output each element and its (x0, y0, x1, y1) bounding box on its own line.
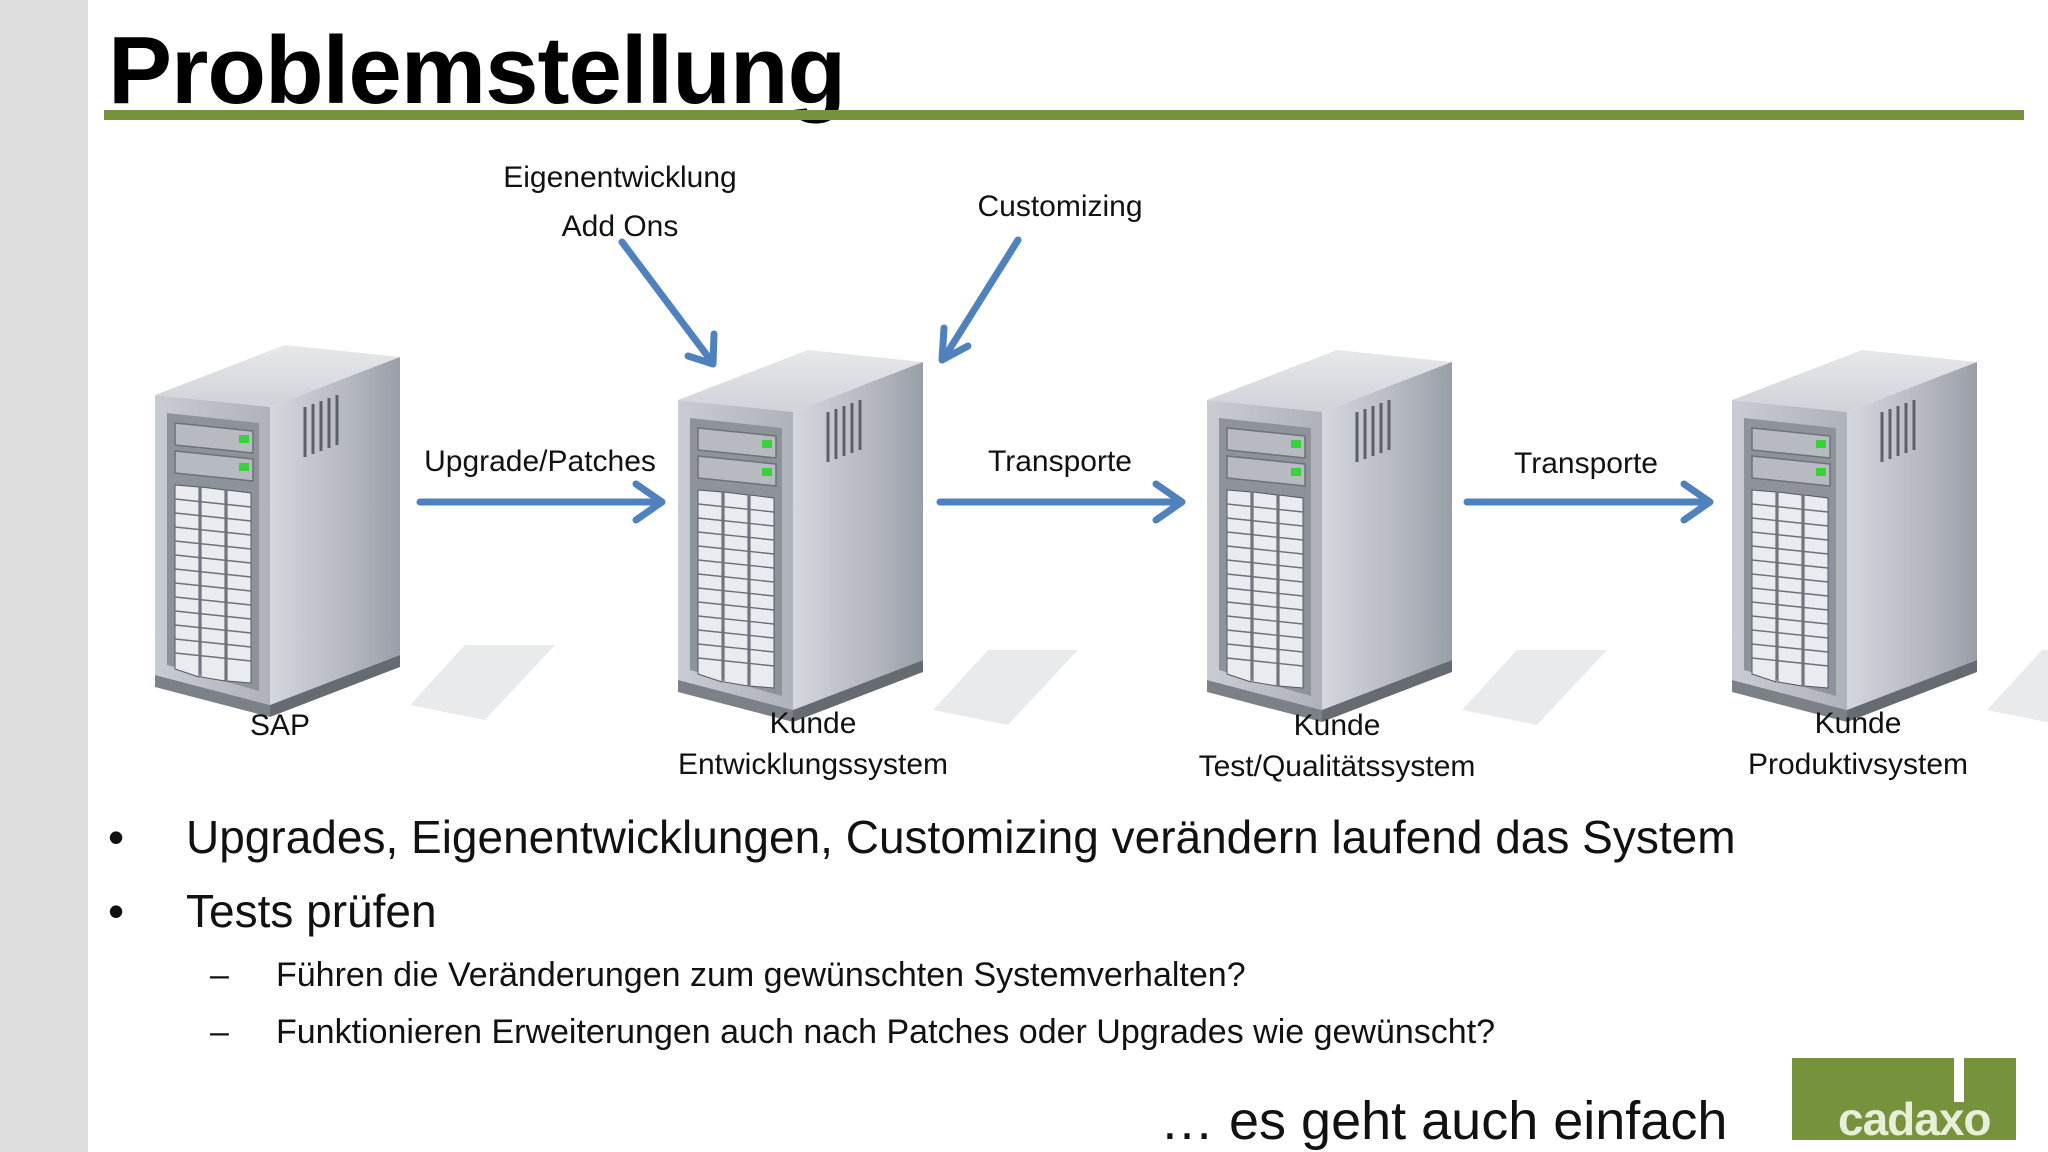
title-underline (104, 110, 2024, 120)
label-test-line2: Test/Qualitätssystem (1198, 750, 1476, 783)
arrow-transport-1 (936, 480, 1186, 524)
label-add-ons: Add Ons (561, 210, 679, 243)
slide-title: Problemstellung (108, 17, 846, 124)
bullet-marker: • (108, 811, 125, 863)
server-icon-prod (1730, 348, 2048, 727)
bullet-text: Upgrades, Eigenentwicklungen, Customizin… (186, 811, 1736, 863)
label-customizing: Customizing (977, 190, 1143, 223)
label-dev-line2: Entwicklungssystem (677, 748, 949, 781)
label-sap: SAP (249, 709, 311, 742)
left-sidebar-strip (0, 0, 88, 1152)
arrow-upgrade (416, 480, 666, 524)
tagline: … es geht auch einfach (1160, 1091, 1728, 1151)
arrow-customizing (938, 236, 1022, 364)
sub-bullet-text: Führen die Veränderungen zum gewünschten… (276, 956, 1246, 994)
logo-wordmark: cadaxo (1838, 1093, 1992, 1140)
label-transporte-1: Transporte (988, 445, 1132, 478)
label-dev-line1: Kunde (769, 707, 857, 740)
label-transporte-2: Transporte (1514, 447, 1658, 480)
label-test-line1: Kunde (1293, 709, 1381, 742)
server-icon-dev (676, 348, 1080, 727)
logo-bar (1954, 1058, 1964, 1102)
bullet-marker: • (108, 885, 125, 937)
sub-bullet-marker: – (210, 1013, 229, 1051)
arrow-transport-2 (1463, 480, 1714, 524)
label-prod-line2: Produktivsystem (1747, 748, 1969, 781)
server-icon-sap (153, 343, 557, 722)
server-icon-test (1205, 348, 1609, 727)
system-landscape-diagram (153, 236, 2048, 727)
arrow-eigenentwicklung (618, 238, 718, 368)
label-upgrade-patches: Upgrade/Patches (424, 445, 656, 478)
label-prod-line1: Kunde (1814, 707, 1902, 740)
cadaxo-logo: cadaxo (1792, 1058, 2016, 1140)
bullet-text: Tests prüfen (186, 885, 437, 937)
sub-bullet-marker: – (210, 956, 229, 994)
label-eigenentwicklung: Eigenentwicklung (503, 161, 737, 194)
sub-bullet-text: Funktionieren Erweiterungen auch nach Pa… (276, 1013, 1496, 1051)
